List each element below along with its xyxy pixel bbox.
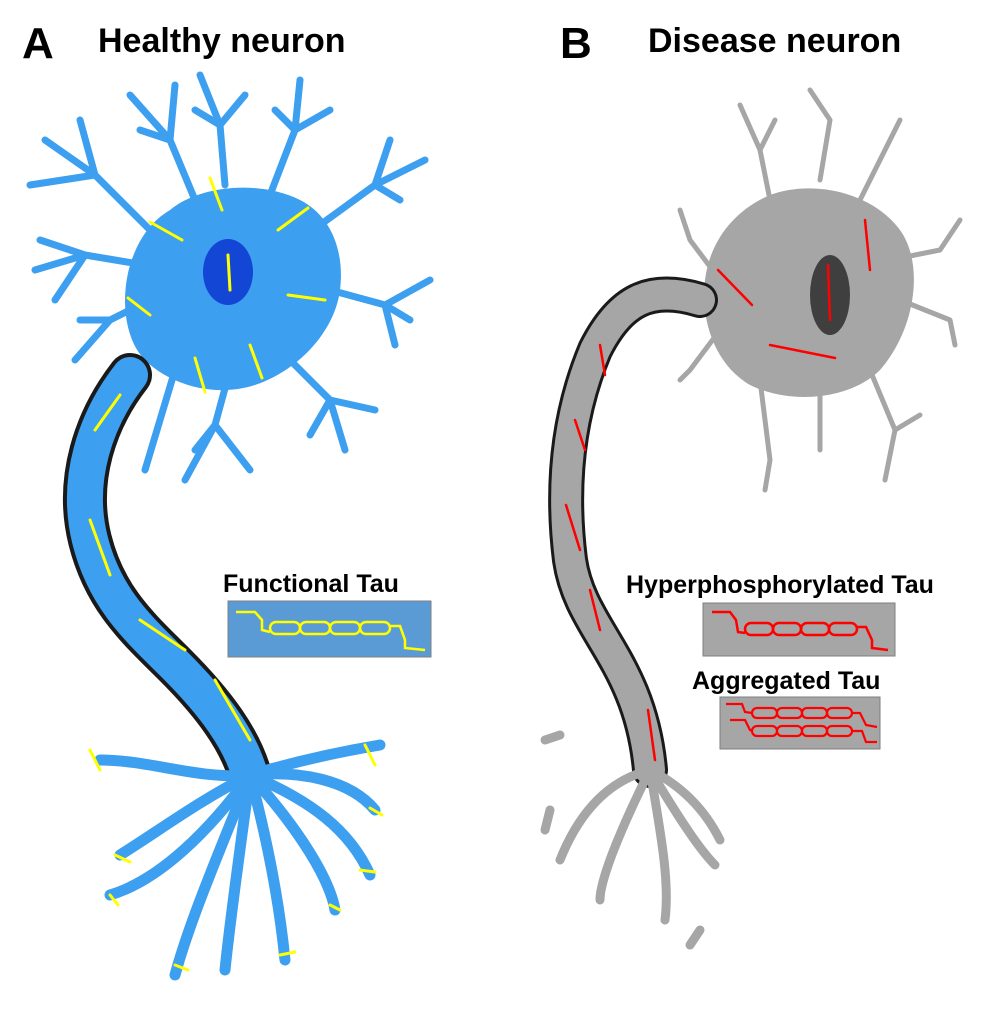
aggregated-tau-icon <box>726 702 878 744</box>
legend-hyperphosphorylated-tau-label: Hyperphosphorylated Tau <box>626 571 934 599</box>
legend-aggregated-tau-label: Aggregated Tau <box>692 667 880 695</box>
panel-b-title: Disease neuron <box>648 22 901 60</box>
legend-functional-tau-label: Functional Tau <box>223 570 399 598</box>
healthy-axon <box>66 357 268 793</box>
disease-axon-terminals <box>540 730 725 950</box>
disease-soma <box>704 188 914 397</box>
healthy-neuron <box>26 71 434 981</box>
panel-a-title: Healthy neuron <box>98 22 345 60</box>
healthy-axon-terminals <box>94 739 386 981</box>
hyperphosphorylated-tau-icon <box>712 610 889 652</box>
panel-a-letter: A <box>22 19 54 68</box>
healthy-tau-filaments <box>88 176 384 972</box>
disease-neuron <box>540 87 963 950</box>
panel-a: A Healthy neuron <box>22 19 434 981</box>
healthy-dendrites <box>26 71 434 484</box>
legend-aggregated-tau: Aggregated Tau <box>692 667 881 750</box>
panel-b-letter: B <box>560 19 592 68</box>
disease-tau-filaments <box>564 218 872 762</box>
functional-tau-icon <box>236 610 426 652</box>
legend-hyperphosphorylated-tau-box <box>702 602 896 657</box>
legend-functional-tau: Functional Tau <box>223 570 432 658</box>
legend-aggregated-tau-box <box>719 696 881 750</box>
legend-hyperphosphorylated-tau: Hyperphosphorylated Tau <box>626 571 934 657</box>
disease-axon <box>551 279 715 785</box>
panel-b: B Disease neuron <box>540 19 963 950</box>
